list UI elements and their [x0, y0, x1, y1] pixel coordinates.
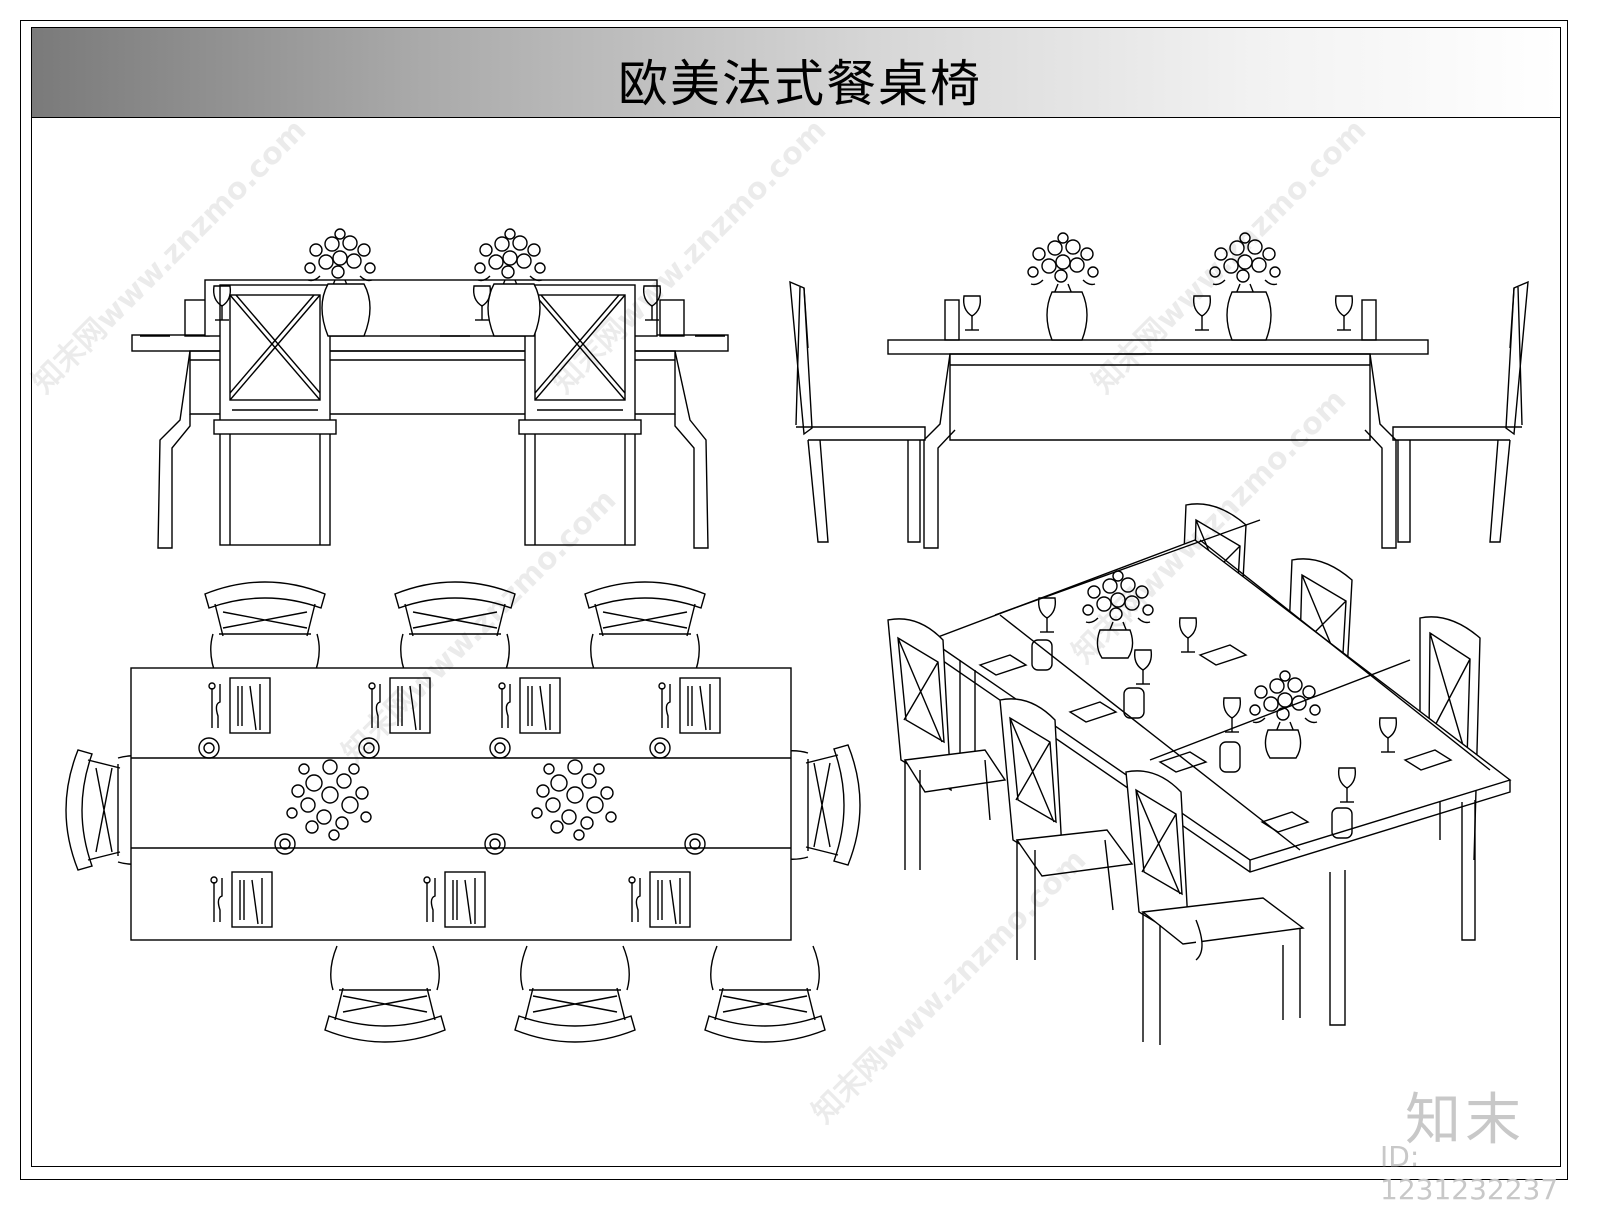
page-title: 欧美法式餐桌椅 [618, 55, 982, 113]
inner-frame [31, 27, 1561, 1167]
outer-frame [20, 20, 1568, 1180]
front-elevation [131, 228, 729, 549]
plan-view [65, 581, 861, 1043]
brand-logo: 知末 [1405, 1088, 1525, 1153]
side-elevation [789, 232, 1529, 549]
id-label: ID: 1231232237 [1380, 1140, 1559, 1206]
title-bar [32, 28, 1560, 118]
perspective-view [887, 503, 1512, 1045]
